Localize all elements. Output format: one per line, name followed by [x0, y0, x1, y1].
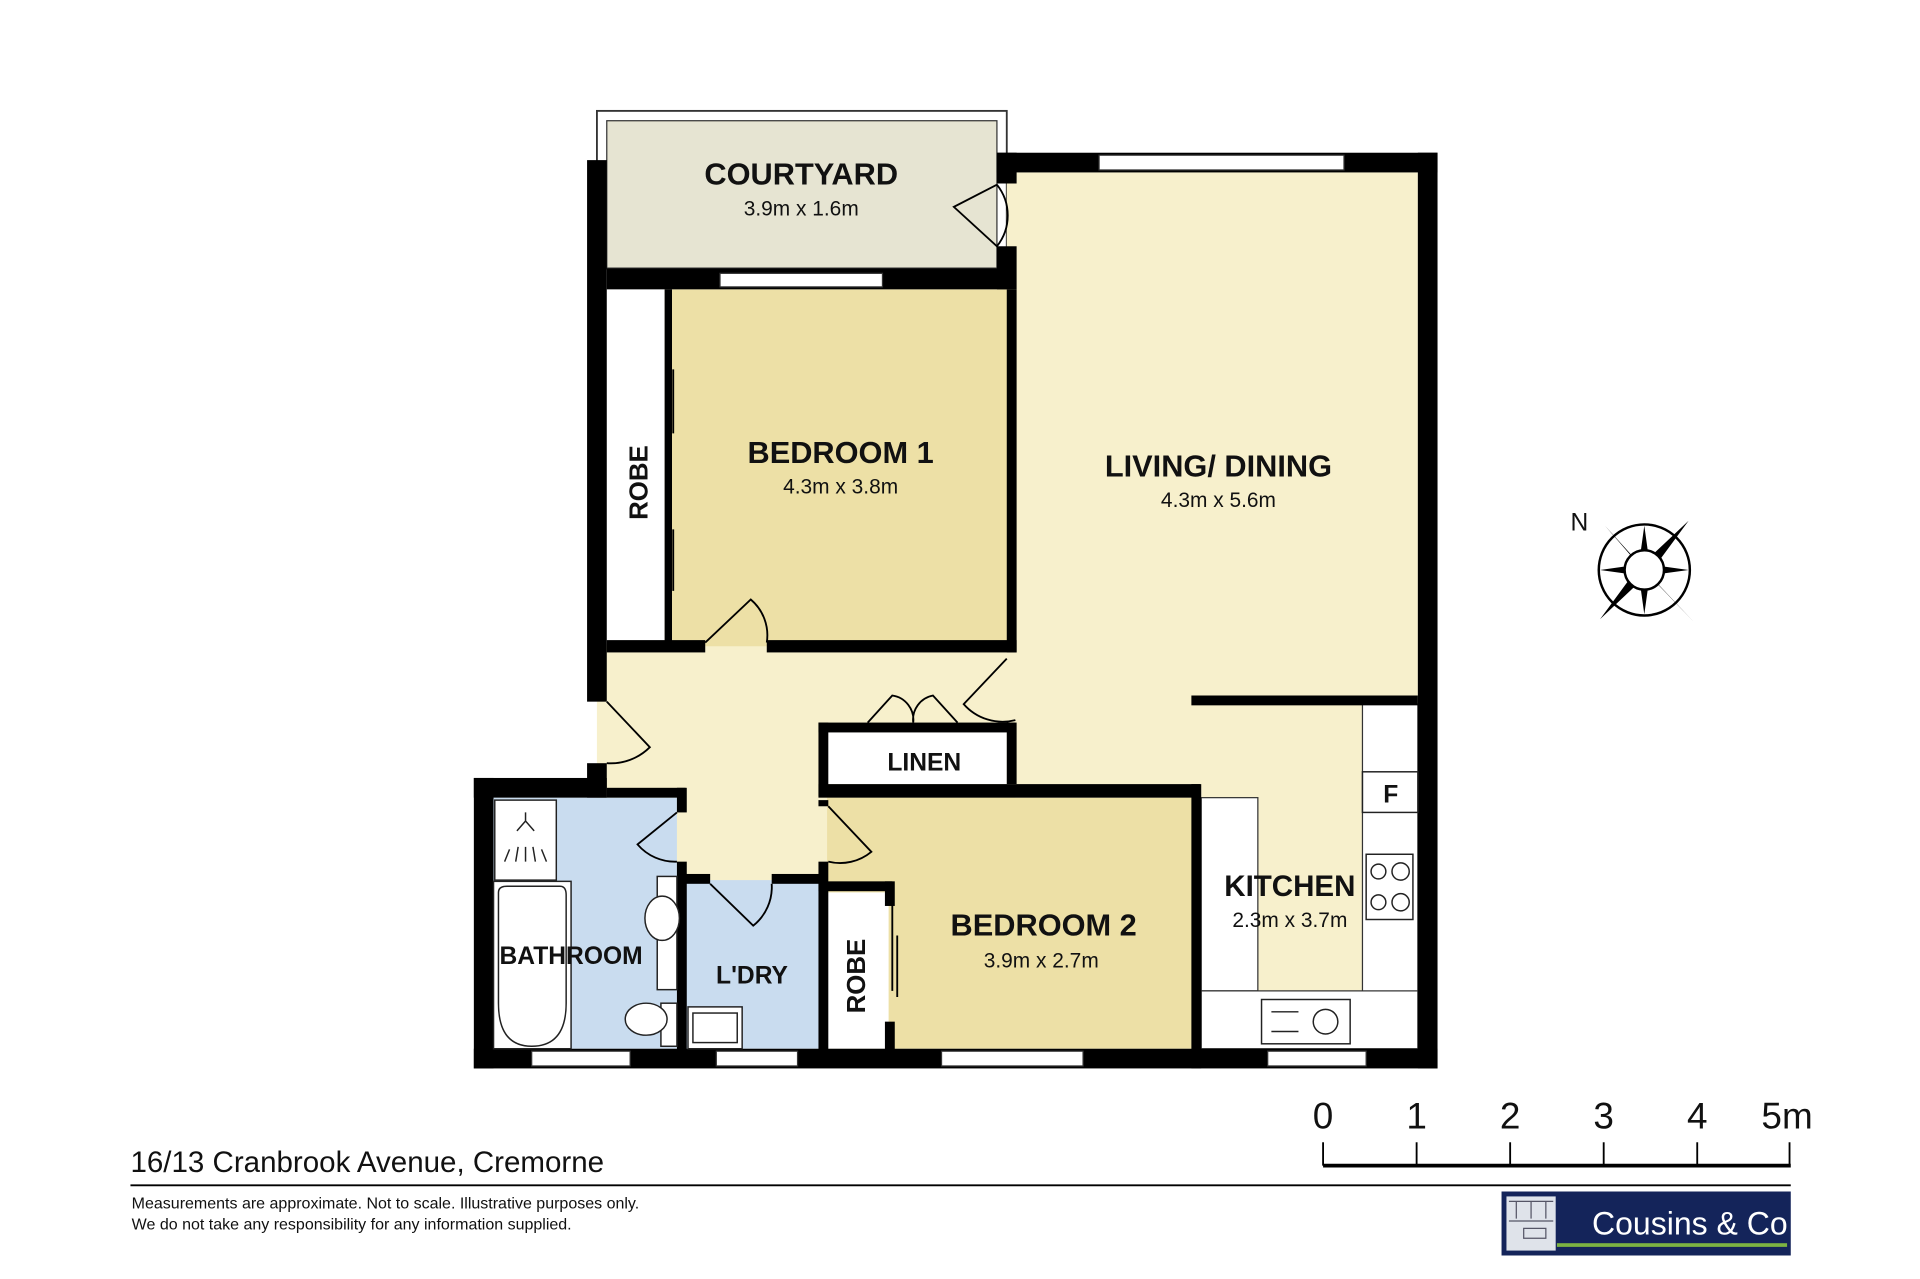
window — [531, 1050, 631, 1067]
scale-label: 1 — [1406, 1096, 1427, 1137]
door-living — [962, 657, 1016, 723]
scale-label: 4 — [1687, 1096, 1708, 1137]
courtyard-size: 3.9m x 1.6m — [744, 198, 859, 221]
disclaimer-line: Measurements are approximate. Not to sca… — [132, 1196, 639, 1213]
fridge-label: F — [1383, 782, 1398, 809]
robe2-area — [827, 892, 889, 1049]
linen-area — [827, 732, 1007, 785]
address: 16/13 Cranbrook Avenue, Cremorne — [130, 1146, 604, 1179]
robe1-sliding-doors — [667, 338, 675, 591]
bedroom1-label: BEDROOM 1 — [747, 435, 933, 470]
room-labels: COURTYARD 3.9m x 1.6m BEDROOM 1 4.3m x 3… — [500, 157, 1399, 1014]
courtyard-area — [606, 120, 997, 269]
compass-icon: N — [1570, 510, 1694, 622]
kitchen-label: KITCHEN — [1224, 870, 1355, 903]
doors — [606, 183, 1016, 998]
door-bedroom2 — [827, 805, 873, 864]
living-label: LIVING/ DINING — [1105, 448, 1332, 483]
basin-icon — [644, 895, 681, 942]
bedroom1-area — [664, 289, 1010, 647]
bedroom1-size: 4.3m x 3.8m — [783, 476, 898, 499]
window — [719, 272, 884, 288]
robe2-sliding-doors — [891, 904, 899, 998]
scale-label: 0 — [1313, 1096, 1334, 1137]
scale-label: 5m — [1761, 1096, 1812, 1137]
logo-text: Cousins & Co — [1592, 1206, 1788, 1242]
bedroom2-label: BEDROOM 2 — [951, 907, 1137, 942]
door-laundry — [709, 883, 773, 927]
window — [715, 1050, 799, 1067]
window — [1098, 154, 1345, 171]
shopfront-icon — [1506, 1196, 1556, 1251]
robe1-label: ROBE — [625, 445, 653, 520]
scale-label: 2 — [1500, 1096, 1521, 1137]
disclaimer-line: We do not take any responsibility for an… — [132, 1217, 572, 1234]
fridge — [1361, 771, 1419, 814]
robe1-area — [606, 289, 665, 647]
window — [940, 1050, 1084, 1067]
window — [1267, 1050, 1367, 1067]
bathroom-label: BATHROOM — [500, 943, 643, 970]
compass-north-label: N — [1570, 510, 1588, 537]
scale-bar: 0 1 2 3 4 5m — [1313, 1096, 1813, 1168]
robe2-label: ROBE — [843, 939, 871, 1014]
door-courtyard — [952, 183, 1009, 248]
kitchen-size: 2.3m x 3.7m — [1232, 909, 1347, 932]
fixtures — [492, 771, 1419, 1050]
bedroom2-size: 3.9m x 2.7m — [984, 949, 1099, 972]
door-bathroom — [636, 811, 678, 863]
door-linen — [867, 694, 959, 724]
laundry-label: L'DRY — [716, 962, 789, 989]
linen-label: LINEN — [887, 750, 961, 777]
toilet-icon — [624, 1002, 668, 1036]
windows — [531, 154, 1367, 1067]
door-entry — [606, 701, 652, 765]
agency-logo: Cousins & Co — [1501, 1191, 1791, 1256]
door-bedroom1 — [704, 598, 769, 644]
courtyard-label: COURTYARD — [704, 157, 898, 192]
living-size: 4.3m x 5.6m — [1161, 489, 1276, 512]
shower-icon — [494, 799, 558, 881]
scale-label: 3 — [1593, 1096, 1614, 1137]
living-area — [1006, 172, 1418, 788]
